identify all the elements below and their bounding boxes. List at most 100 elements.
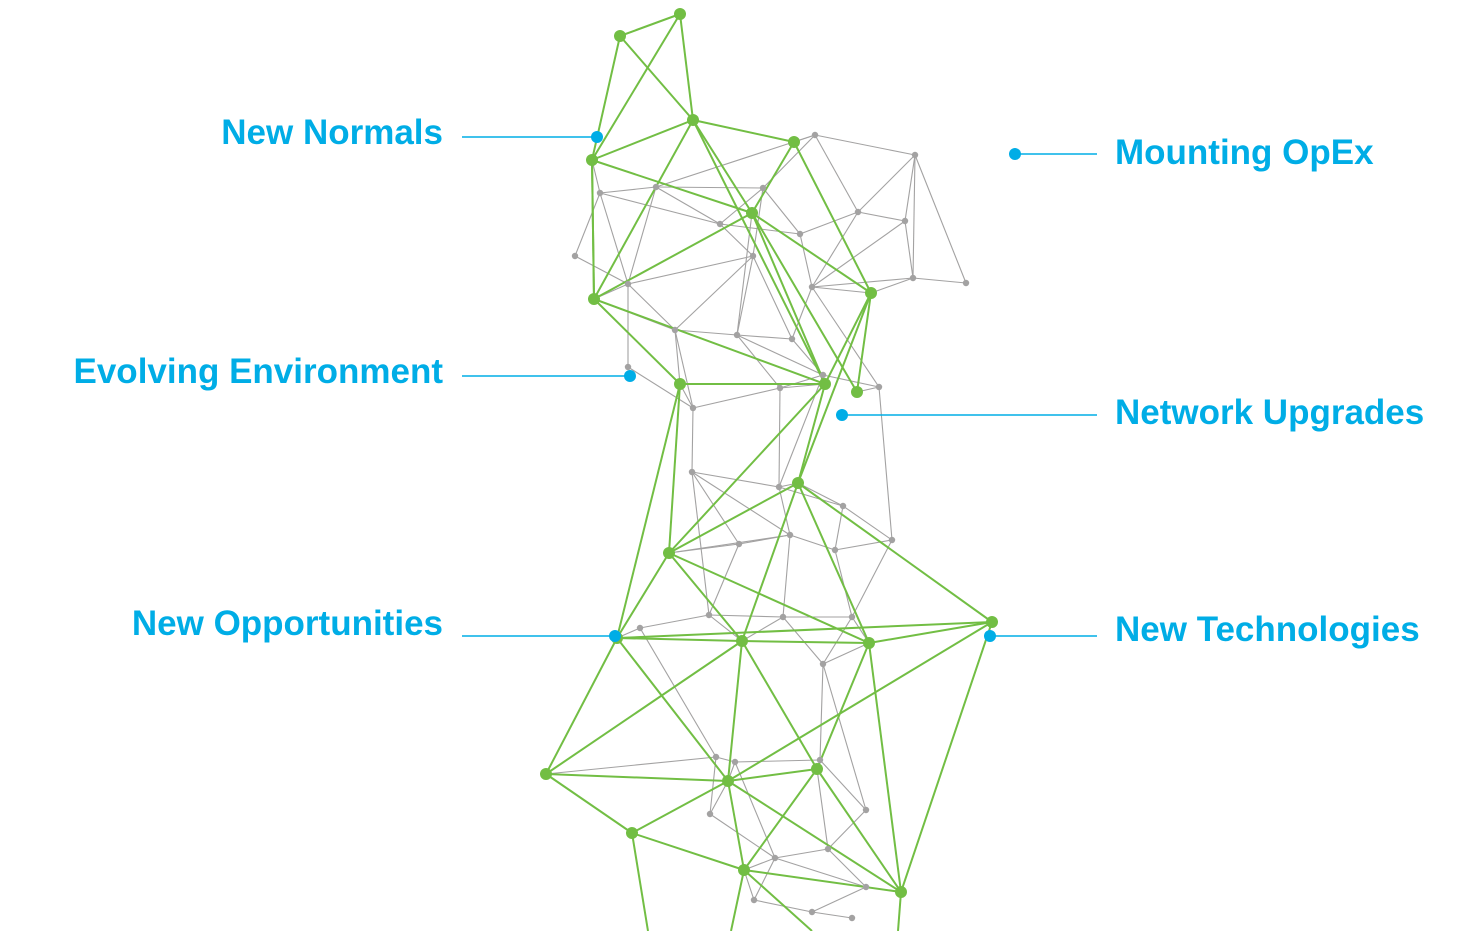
mesh-edge (753, 857, 776, 901)
mesh-edge (709, 813, 776, 859)
mesh-edge (692, 387, 781, 409)
connector-new-normals (462, 131, 603, 143)
mesh-node (895, 886, 907, 898)
mesh-node (911, 151, 919, 159)
mesh-node (687, 114, 699, 126)
mesh-edge (914, 154, 967, 284)
mesh-edge (709, 780, 729, 815)
mesh-edge (591, 119, 694, 161)
mesh-edge (691, 471, 791, 536)
mesh-edge (741, 640, 870, 644)
mesh-node (759, 184, 767, 192)
mesh-edge (691, 471, 740, 545)
mesh-edge (719, 187, 764, 225)
mesh-node (571, 252, 579, 260)
mesh-edge (639, 627, 717, 758)
mesh-edge (619, 13, 681, 37)
mesh-edge (593, 298, 826, 385)
mesh-node (776, 384, 784, 392)
label-new-technologies: New Technologies (1115, 610, 1420, 649)
mesh-edge (692, 119, 753, 214)
connector-dot (591, 131, 603, 143)
mesh-edge (727, 780, 745, 871)
mesh-edge (627, 255, 754, 285)
mesh-edge (616, 637, 729, 782)
mesh-edge (691, 407, 694, 473)
mesh-node (626, 827, 638, 839)
mesh-edge (811, 277, 914, 288)
mesh-node (746, 207, 758, 219)
mesh-edge (857, 211, 906, 222)
mesh-edge (782, 616, 824, 665)
mesh-edge (631, 780, 729, 834)
mesh-edge (631, 832, 649, 931)
mesh-edge (599, 192, 721, 225)
mesh-edge (811, 911, 853, 919)
mesh-edge (900, 621, 993, 893)
mesh-edge (762, 187, 801, 235)
mesh-node (586, 154, 598, 166)
mesh-node (839, 502, 847, 510)
mesh-edge (811, 220, 906, 288)
connector-new-opportunities (462, 630, 621, 642)
mesh-node (824, 845, 832, 853)
mesh-node (792, 477, 804, 489)
mesh-edge (668, 534, 791, 554)
mesh-edge (743, 768, 818, 871)
mesh-edge (668, 383, 681, 554)
mesh-edge (574, 255, 629, 285)
mesh-edge (627, 283, 676, 331)
mesh-edge (811, 286, 872, 294)
mesh-node (588, 293, 600, 305)
mesh-edge (734, 761, 776, 859)
connector-dot (1009, 148, 1021, 160)
mesh-node (624, 363, 632, 371)
mesh-edge (736, 334, 781, 389)
mesh-node (816, 756, 824, 764)
mesh-edge (599, 192, 629, 285)
mesh-edge (816, 768, 829, 850)
mesh-edge (545, 773, 633, 834)
mesh-edge (822, 642, 870, 665)
mesh-node (722, 775, 734, 787)
mesh-node (901, 217, 909, 225)
connector-network-upgrades (836, 409, 1097, 421)
mesh-edge (842, 505, 893, 541)
mesh-edge (868, 642, 902, 893)
mesh-node (986, 616, 998, 628)
mesh-edge (774, 848, 829, 859)
mesh-edge (814, 134, 916, 156)
mesh-node (909, 274, 917, 282)
mesh-edge (736, 334, 824, 376)
mesh-edge (743, 869, 902, 893)
mesh-edge (627, 186, 657, 285)
label-connectors (462, 131, 1097, 642)
mesh-node (738, 864, 750, 876)
mesh-edge (904, 154, 916, 222)
mesh-node (624, 280, 632, 288)
mesh-edge (797, 482, 870, 644)
mesh-node (796, 230, 804, 238)
label-evolving-environment: Evolving Environment (73, 352, 444, 391)
mesh-node (736, 635, 748, 647)
mesh-node (819, 660, 827, 668)
mesh-edge (878, 386, 893, 541)
mesh-edge (811, 286, 880, 388)
mesh-node (771, 854, 779, 862)
mesh-node (888, 536, 896, 544)
mesh-edge (870, 277, 914, 294)
mesh-edge (741, 482, 799, 642)
mesh-edge (791, 286, 813, 340)
mesh-node (733, 331, 741, 339)
mesh-node (735, 540, 743, 548)
mesh-node (749, 252, 757, 260)
mesh-edge (816, 642, 870, 770)
mesh-edge (674, 255, 754, 331)
green-mesh-nodes (540, 8, 998, 898)
mesh-edge (789, 534, 836, 551)
mesh-node (819, 378, 831, 390)
mesh-node (862, 883, 870, 891)
mesh-node (779, 613, 787, 621)
mesh-node (848, 914, 856, 922)
